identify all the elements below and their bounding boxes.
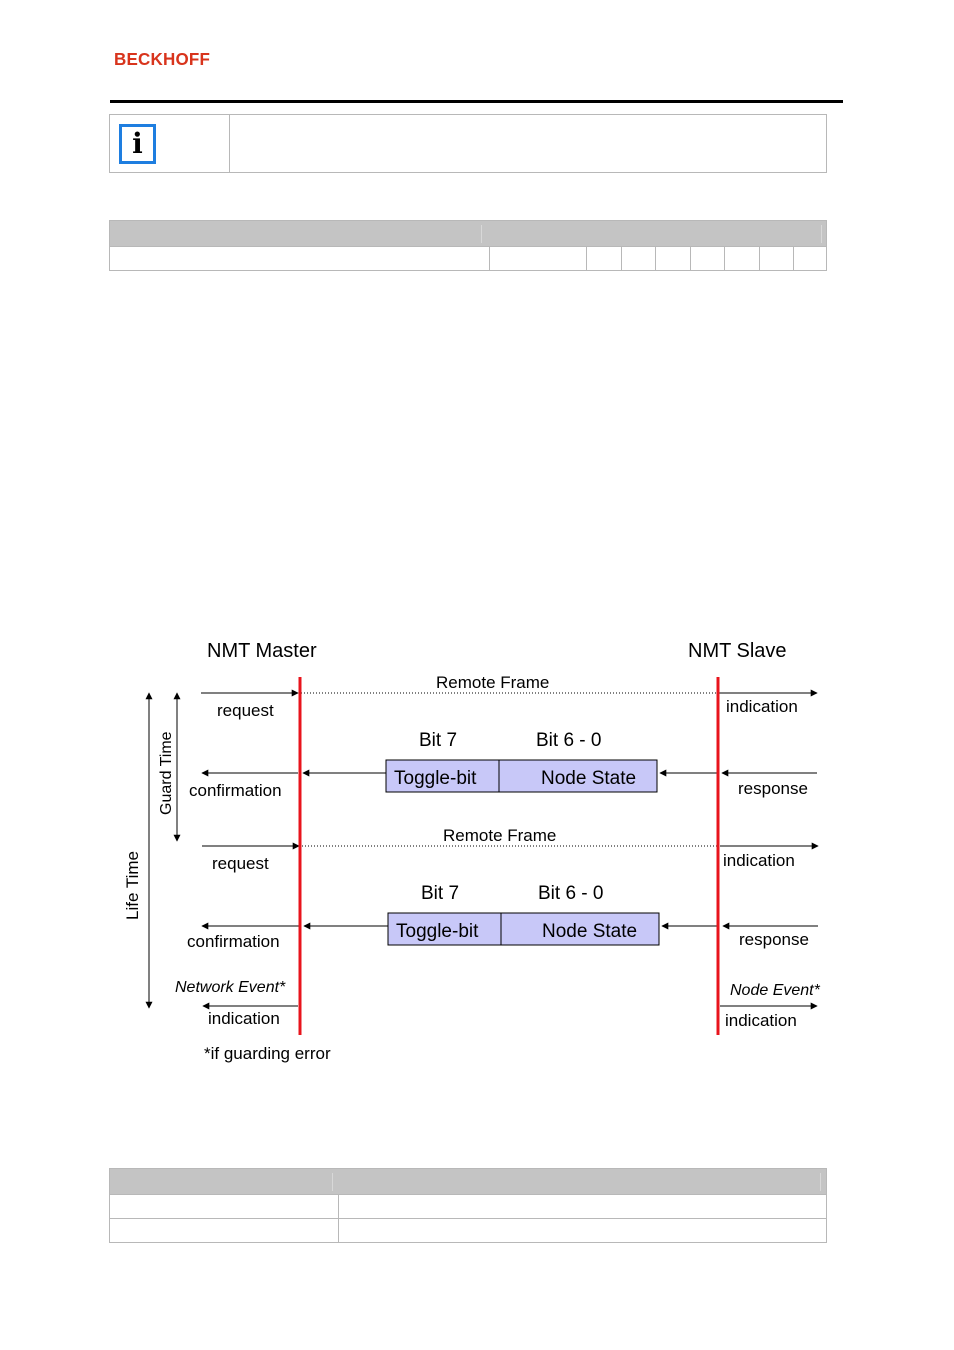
slave-indication-label: indication xyxy=(725,1011,797,1030)
header-divider xyxy=(332,1173,333,1191)
request-label: request xyxy=(217,701,274,720)
network-event-label: Network Event* xyxy=(175,979,286,996)
info-icon-glyph: i xyxy=(132,127,143,160)
table-row xyxy=(110,1194,826,1218)
response-frame xyxy=(385,759,658,793)
life-time-label: Life Time xyxy=(123,851,142,920)
table-row xyxy=(110,1218,826,1242)
confirmation-label: confirmation xyxy=(187,932,280,951)
header-divider xyxy=(820,1173,821,1191)
node-state-field: Node State xyxy=(541,768,636,789)
header-rule xyxy=(110,100,843,103)
toggle-bit-field: Toggle-bit xyxy=(394,768,477,789)
bit6-0-label: Bit 6 - 0 xyxy=(536,730,601,751)
toggle-bit-field: Toggle-bit xyxy=(396,921,479,942)
request-label: request xyxy=(212,854,269,873)
table-header xyxy=(110,1169,826,1194)
object-table-top xyxy=(109,220,827,271)
bit7-label: Bit 7 xyxy=(421,883,459,904)
nmt-slave-label: NMT Slave xyxy=(688,640,787,662)
master-indication-label: indication xyxy=(208,1009,280,1028)
response-frame xyxy=(387,912,660,946)
guarding-error-footnote: *if guarding error xyxy=(204,1044,331,1063)
remote-frame-label: Remote Frame xyxy=(443,826,556,845)
node-state-field: Node State xyxy=(542,921,637,942)
note-box: i xyxy=(109,114,827,173)
nmt-master-label: NMT Master xyxy=(207,640,317,662)
node-event-label: Node Event* xyxy=(730,982,821,999)
beckhoff-logo: BECKHOFF xyxy=(114,49,211,70)
response-label: response xyxy=(738,779,808,798)
info-icon: i xyxy=(119,124,156,164)
confirmation-label: confirmation xyxy=(189,781,282,800)
bit6-0-label: Bit 6 - 0 xyxy=(538,883,603,904)
response-label: response xyxy=(739,930,809,949)
guard-time-label: Guard Time xyxy=(158,731,175,815)
bit7-label: Bit 7 xyxy=(419,730,457,751)
table-row xyxy=(110,246,826,270)
object-table-bottom xyxy=(109,1168,827,1243)
header-divider xyxy=(481,225,482,243)
table-header xyxy=(110,221,826,246)
note-box-divider xyxy=(229,115,230,172)
remote-frame-label: Remote Frame xyxy=(436,673,549,692)
indication-label: indication xyxy=(726,697,798,716)
indication-label: indication xyxy=(723,851,795,870)
header-divider xyxy=(821,225,822,243)
